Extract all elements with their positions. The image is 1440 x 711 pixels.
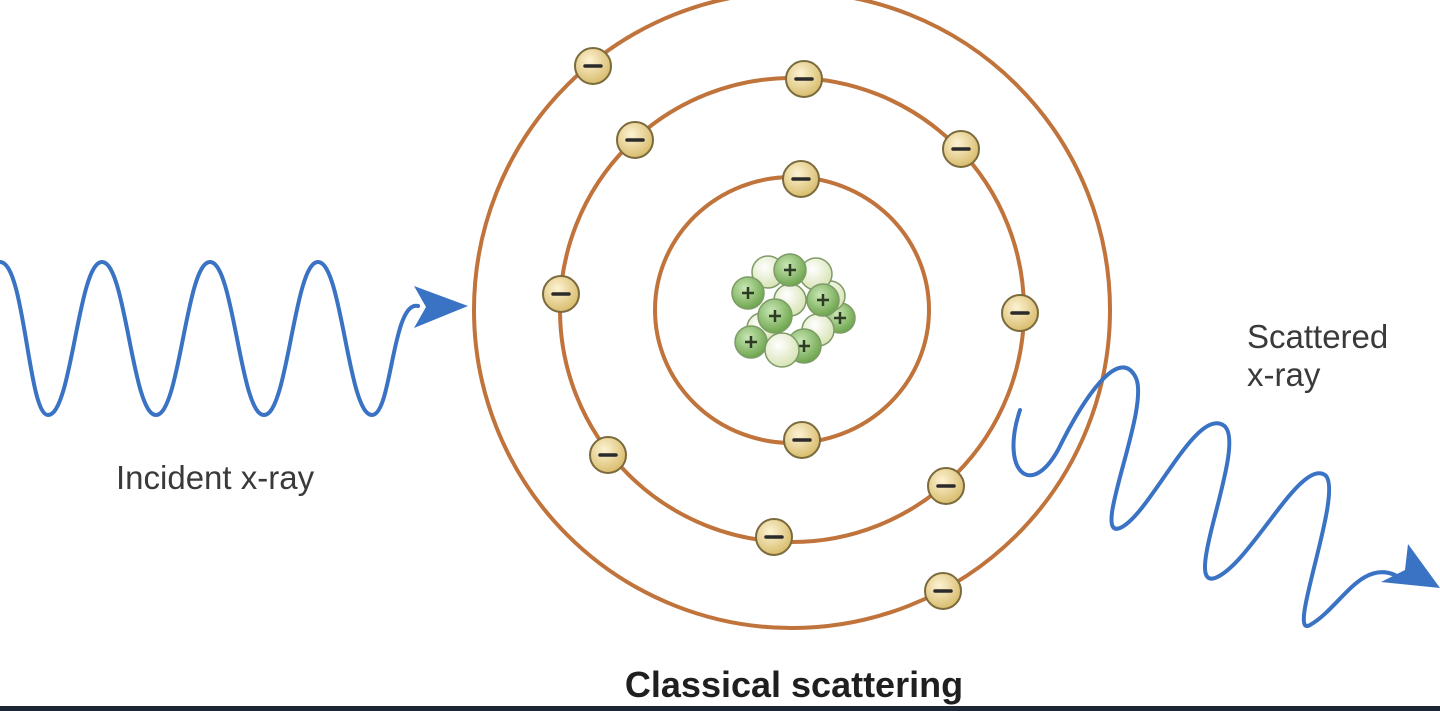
- scattered-label-line2: x-ray: [1247, 356, 1321, 393]
- electrons: [542, 47, 1039, 610]
- electron: [942, 130, 980, 168]
- nucleus: [731, 253, 856, 368]
- electron: [574, 47, 612, 85]
- electron: [755, 518, 793, 556]
- electron: [785, 60, 823, 98]
- electron: [616, 121, 654, 159]
- scattered-label-line1: Scattered: [1247, 318, 1389, 355]
- proton: [731, 276, 765, 310]
- bottom-border: [0, 706, 1440, 711]
- proton: [773, 253, 807, 287]
- orbit-outer: [472, 0, 1112, 630]
- incident-wave: [0, 259, 420, 418]
- scattered-wave: [1011, 365, 1397, 628]
- proton: [757, 298, 793, 334]
- scattered-arrowhead: [1381, 544, 1440, 588]
- neutron: [764, 332, 800, 368]
- electron: [782, 160, 820, 198]
- electron: [924, 572, 962, 610]
- proton: [806, 283, 840, 317]
- electron: [927, 467, 965, 505]
- incident-arrowhead: [414, 286, 468, 328]
- scattered-xray-label: Scattered x-ray: [1247, 318, 1388, 394]
- electron: [542, 275, 580, 313]
- electron: [589, 436, 627, 474]
- incident-xray-label: Incident x-ray: [116, 459, 315, 496]
- electron: [783, 421, 821, 459]
- proton: [734, 325, 768, 359]
- electron: [1001, 294, 1039, 332]
- diagram-title: Classical scattering: [624, 664, 964, 705]
